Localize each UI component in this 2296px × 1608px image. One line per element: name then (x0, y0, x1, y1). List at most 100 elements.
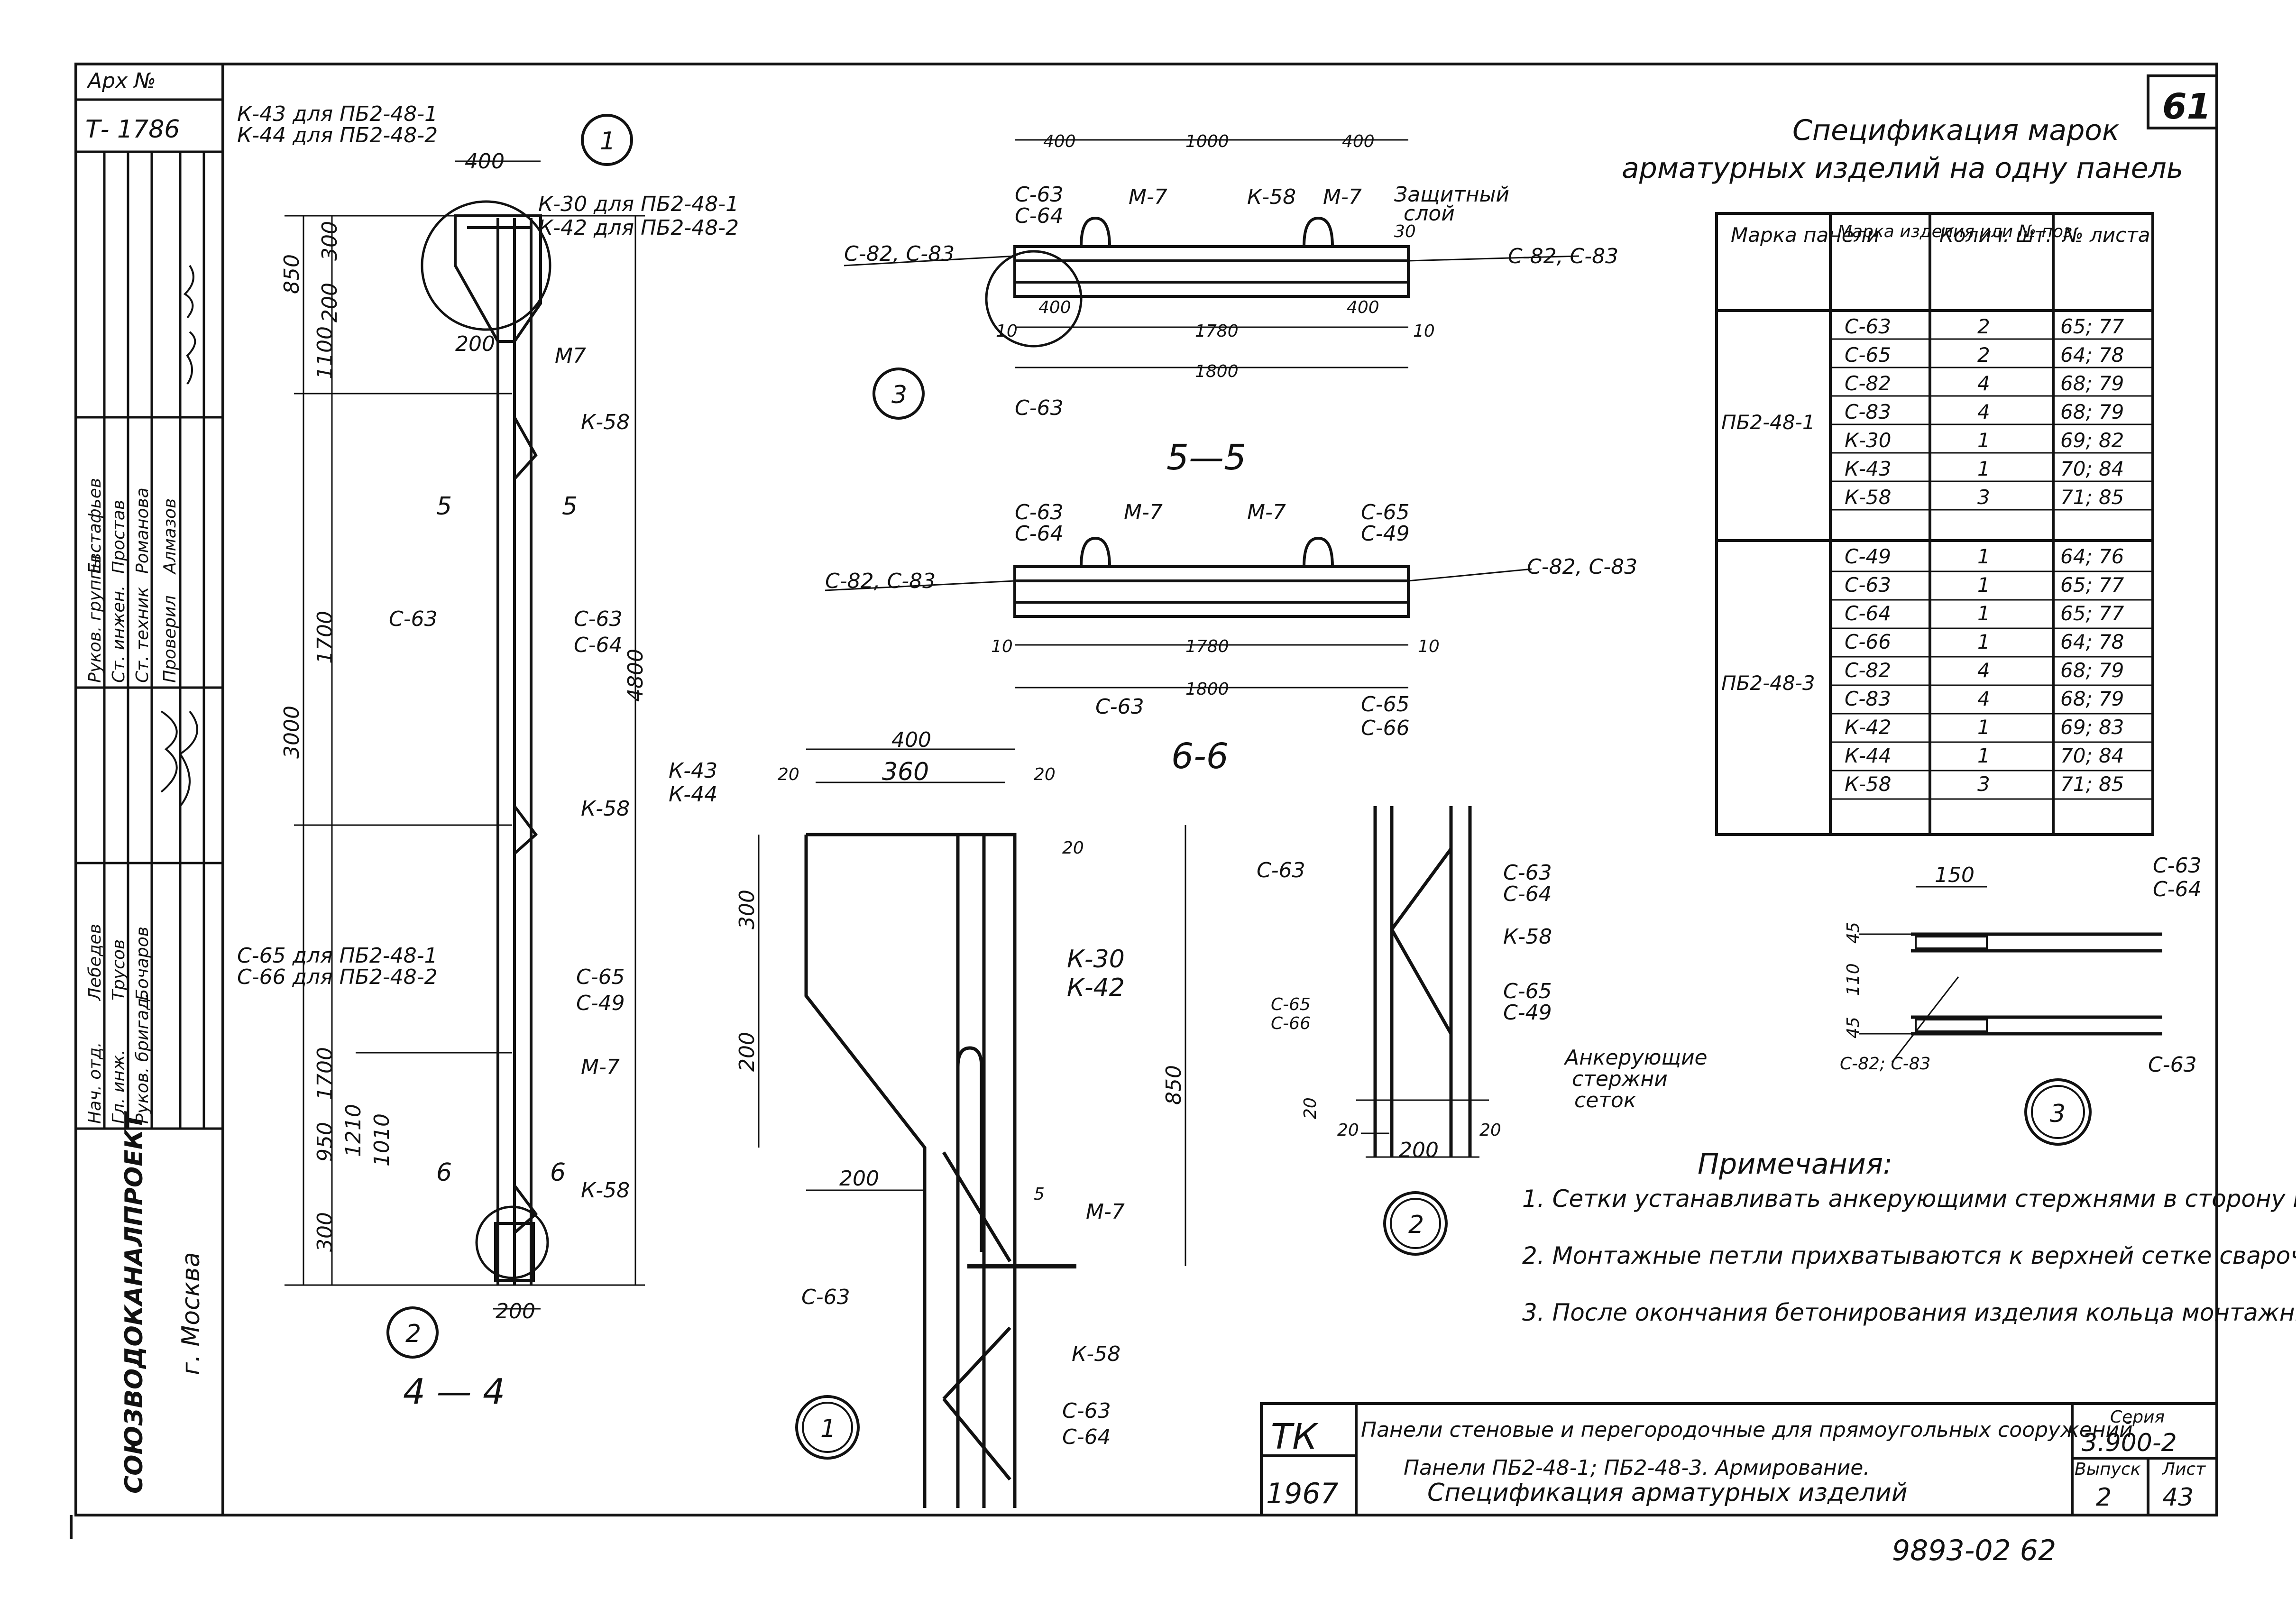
spec-cell-g2-r9-c1: К-58 (1845, 772, 1891, 796)
tb-sheet-label: Лист (2161, 1460, 2206, 1479)
main-c63-left: С-63 (389, 607, 438, 631)
main-k58-label-1: К-58 (581, 410, 630, 434)
main-mark-5-left: 5 (436, 492, 452, 521)
stamp-role-1: Руков. группы (85, 555, 105, 683)
s55-dim-400b: 400 (1342, 132, 1375, 151)
d3-c8283: С-82; С-83 (1840, 1054, 1930, 1074)
d2-c63-right: С-63 (1503, 861, 1552, 885)
d2-c65-right: С-65 (1503, 979, 1552, 1003)
spec-cell-g1-r3-c3: 68; 79 (2060, 372, 2124, 395)
spec-cell-g2-r6-c3: 68; 79 (2060, 687, 2124, 710)
d2-dim-20b: 20 (1337, 1121, 1359, 1140)
org-name: СОЮЗВОДОКАНАЛПРОЕКТ (120, 1111, 148, 1494)
stamp-role-3: Ст. техник (133, 587, 152, 683)
spec-group-1-panel: ПБ2-48-1 (1721, 411, 1815, 434)
left-stamp: Арх № Т- 1786 Руков. группы Ст. инжен. С… (76, 69, 223, 1494)
spec-cell-g1-r2-c1: С-65 (1845, 343, 1891, 367)
s66-c8283-left: С-82, С-83 (825, 569, 936, 593)
d2-anchor-a: Анкерующие (1563, 1046, 1708, 1070)
spec-cell-g2-r3-c1: С-64 (1845, 602, 1891, 625)
spec-cell-g1-r3-c1: С-82 (1845, 372, 1891, 395)
tb-year: 1967 (1266, 1477, 1339, 1510)
spec-cell-g2-r2-c1: С-63 (1845, 573, 1891, 597)
spec-cell-g1-r5-c1: К-30 (1845, 429, 1891, 452)
d1-k42: К-42 (1067, 974, 1125, 1002)
d1-dim-200a: 200 (735, 1032, 759, 1072)
d2-anchor-c: сеток (1574, 1088, 1636, 1112)
main-c65-label: С-65 для ПБ2-48-1 (237, 944, 438, 968)
spec-row-lines (1830, 338, 2153, 800)
tb-sheet-value: 43 (2162, 1483, 2194, 1512)
spec-cell-g2-r8-c1: К-44 (1845, 744, 1891, 767)
tb-series-value: 3.900-2 (2082, 1429, 2177, 1457)
d1-dim-850: 850 (1162, 1065, 1186, 1105)
d2-c64-right: С-64 (1503, 882, 1552, 906)
org-city: г. Москва (177, 1252, 205, 1375)
spec-cell-g2-r4-c3: 64; 78 (2060, 630, 2124, 653)
s66-c65-bottom: С-65 (1361, 692, 1410, 717)
main-dim-4800: 4800 (624, 649, 648, 702)
notes-title: Примечания: (1698, 1148, 1892, 1181)
s55-dim-1000: 1000 (1185, 132, 1229, 151)
d2-c65-left: С-65 (1271, 995, 1311, 1014)
tb-line2: Панели ПБ2-48-1; ПБ2-48-3. Армирование. (1404, 1456, 1870, 1480)
main-mark-6-right: 6 (550, 1158, 566, 1187)
d1-dim-20a: 20 (778, 765, 799, 784)
s66-m7-left: М-7 (1124, 500, 1163, 524)
section-6-6-drawing: С-63 С-64 М-7 М-7 С-65 С-49 С-82, С-83 С… (825, 500, 1637, 777)
d3-c63-top: С-63 (2153, 854, 2202, 878)
s66-c65: С-65 (1361, 500, 1410, 524)
d3-dim-45a: 45 (1844, 922, 1863, 944)
spec-cell-g2-r7-c2: 1 (1977, 716, 1990, 739)
spec-cell-g1-r6-c2: 1 (1977, 457, 1990, 480)
section-4-4-title: 4 — 4 (403, 1371, 505, 1412)
s55-dim-400a: 400 (1043, 132, 1076, 151)
main-dim-950: 950 (313, 1122, 337, 1162)
main-dim-200b: 200 (455, 332, 495, 356)
stamp-name-2: Простав (109, 500, 129, 574)
spec-cell-g1-r4-c1: С-83 (1845, 400, 1891, 423)
main-dim-300b: 300 (313, 1212, 337, 1252)
spec-cell-g2-r4-c2: 1 (1977, 630, 1990, 653)
main-dim-1700a: 1700 (313, 611, 337, 664)
detail-1-drawing: 400 360 20 20 20 300 200 850 200 5 К-43 … (669, 728, 1186, 1508)
spec-cell-g2-r2-c2: 1 (1977, 573, 1990, 597)
d3-dim-150: 150 (1935, 863, 1975, 887)
tb-line1: Панели стеновые и перегородочные для пря… (1361, 1418, 2133, 1442)
spec-cell-g1-r5-c2: 1 (1977, 429, 1990, 452)
d2-dim-200: 200 (1399, 1138, 1439, 1162)
spec-cell-g2-r5-c2: 4 (1977, 659, 1990, 682)
d2-c63-left: С-63 (1257, 858, 1305, 882)
tb-series-label: Серия (2110, 1407, 2165, 1427)
main-m7-label: М7 (555, 344, 586, 368)
spec-cell-g2-r7-c1: К-42 (1845, 716, 1891, 739)
s55-cover-a: Защитный (1394, 183, 1509, 207)
s55-dim-10a: 10 (996, 322, 1018, 341)
d1-dim-400: 400 (891, 728, 931, 752)
arch-no-value: Т- 1786 (85, 115, 180, 144)
stamp-role-7: Руков. бригад. (133, 992, 152, 1124)
main-k42-label: К-42 для ПБ2-48-2 (538, 216, 739, 240)
s55-dim-30: 30 (1394, 222, 1416, 241)
spec-cell-g1-r4-c2: 4 (1977, 400, 1990, 423)
stamp-name-1: Евстафьев (85, 478, 105, 574)
spec-title-2: арматурных изделий на одну панель (1622, 152, 2183, 185)
spec-cell-g2-r8-c3: 70; 84 (2060, 744, 2124, 767)
d1-dim-200b: 200 (839, 1167, 879, 1191)
d1-k43: К-43 (669, 759, 717, 783)
spec-cell-g2-r3-c3: 65; 77 (2060, 602, 2124, 625)
d1-dim-300: 300 (735, 890, 759, 929)
d3-dim-110: 110 (1844, 963, 1863, 996)
s66-c8283-right: С-82, С-83 (1527, 555, 1637, 579)
stamp-name-5: Лебедев (85, 924, 105, 1002)
stamp-role-5: Нач. отд. (85, 1042, 105, 1124)
spec-cell-g2-r1-c1: С-49 (1845, 545, 1891, 568)
spec-cell-g1-r3-c2: 4 (1977, 372, 1990, 395)
s55-c8283-left: С-82, С-83 (844, 242, 955, 266)
main-dim-3000: 3000 (280, 706, 304, 759)
stamp-name-7: Бочаров (133, 927, 152, 1001)
s66-dim-10a: 10 (991, 637, 1013, 656)
s66-c64: С-64 (1015, 522, 1064, 546)
